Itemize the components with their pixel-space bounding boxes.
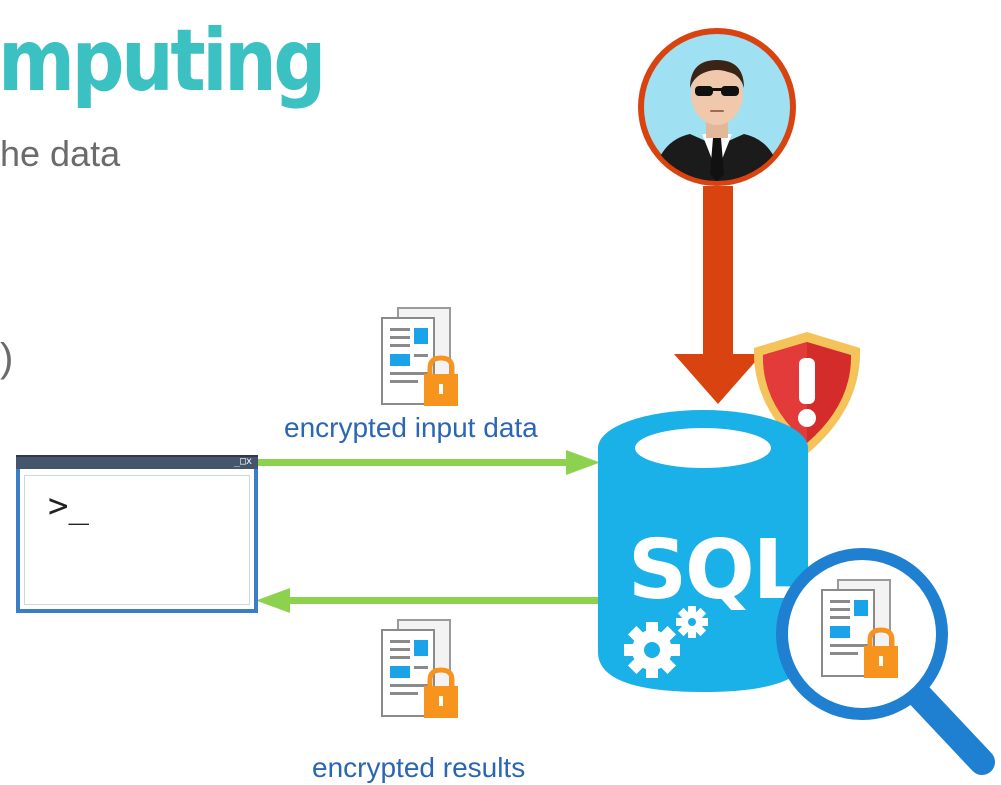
title: mputing: [0, 11, 326, 111]
gears-icon: [624, 606, 708, 678]
database-label: SQL: [628, 523, 805, 618]
subtitle: he data: [0, 133, 121, 174]
console-body: [24, 475, 250, 605]
attacker-avatar-icon: [638, 28, 796, 186]
console-prompt: >_: [48, 486, 89, 526]
input-arrow: [256, 450, 600, 475]
encrypted-input-label: encrypted input data: [284, 412, 538, 443]
console-window-icon: _□x >_: [16, 455, 258, 613]
console-title-bar: _□x: [16, 455, 258, 469]
document-lock-icon: [381, 307, 458, 406]
paren-fragment: ): [0, 336, 14, 380]
document-lock-icon: [381, 619, 458, 718]
results-arrow: [256, 588, 604, 613]
encrypted-results-label: encrypted results: [312, 752, 526, 783]
attacker-arrow: [674, 186, 762, 404]
magnifier-icon: [776, 548, 995, 775]
window-controls: _□x: [233, 456, 252, 467]
